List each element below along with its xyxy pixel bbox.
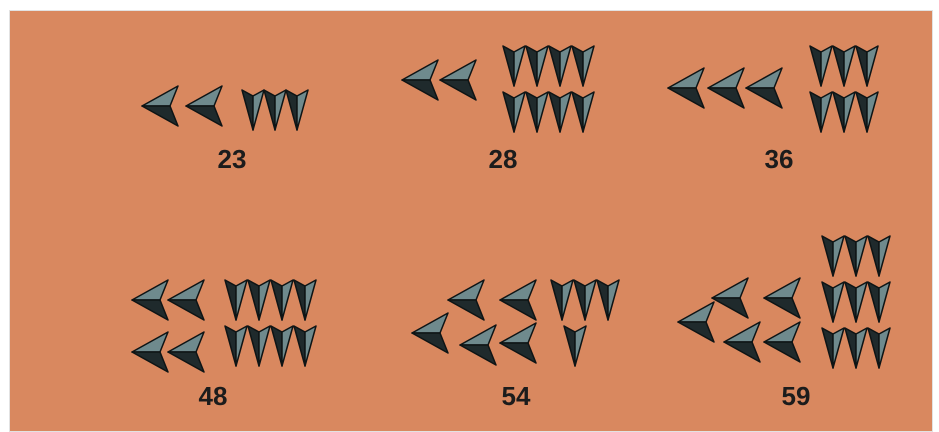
numeral-label-59: 59 bbox=[782, 383, 811, 409]
vertical-wedge-icon bbox=[242, 90, 264, 130]
vertical-wedge-icon bbox=[549, 46, 571, 86]
vertical-wedge-icon bbox=[572, 92, 594, 132]
vertical-wedge-icon bbox=[271, 326, 293, 366]
corner-wedge-icon bbox=[412, 313, 448, 353]
vertical-wedge-icon bbox=[248, 280, 270, 320]
vertical-wedge-icon bbox=[868, 328, 890, 368]
vertical-wedge-icon bbox=[856, 46, 878, 86]
corner-wedge-icon bbox=[142, 86, 178, 126]
corner-wedge-icon bbox=[764, 278, 800, 318]
vertical-wedge-icon bbox=[225, 326, 247, 366]
vertical-wedge-icon bbox=[845, 236, 867, 276]
vertical-wedge-icon bbox=[574, 280, 596, 320]
vertical-wedge-icon bbox=[286, 90, 308, 130]
corner-wedge-icon bbox=[668, 68, 704, 108]
vertical-wedge-icon bbox=[503, 46, 525, 86]
vertical-wedge-icon bbox=[264, 90, 286, 130]
numeral-label-28: 28 bbox=[489, 146, 518, 172]
corner-wedge-icon bbox=[500, 280, 536, 320]
vertical-wedge-icon bbox=[294, 326, 316, 366]
vertical-wedge-icon bbox=[810, 92, 832, 132]
corner-wedge-icon bbox=[724, 322, 760, 362]
corner-wedge-icon bbox=[460, 325, 496, 365]
numeral-glyph-group-54 bbox=[412, 280, 619, 366]
corner-wedge-icon bbox=[186, 86, 222, 126]
numeral-glyph-group-36 bbox=[668, 46, 878, 132]
vertical-wedge-icon bbox=[868, 236, 890, 276]
vertical-wedge-icon bbox=[597, 280, 619, 320]
corner-wedge-icon bbox=[712, 278, 748, 318]
vertical-wedge-icon bbox=[810, 46, 832, 86]
vertical-wedge-icon bbox=[572, 46, 594, 86]
vertical-wedge-icon bbox=[868, 282, 890, 322]
vertical-wedge-icon bbox=[833, 46, 855, 86]
vertical-wedge-icon bbox=[294, 280, 316, 320]
corner-wedge-icon bbox=[402, 60, 438, 100]
vertical-wedge-icon bbox=[526, 92, 548, 132]
corner-wedge-icon bbox=[440, 60, 476, 100]
numeral-glyph-group-48 bbox=[132, 280, 316, 372]
vertical-wedge-icon bbox=[833, 92, 855, 132]
vertical-wedge-icon bbox=[526, 46, 548, 86]
corner-wedge-icon bbox=[500, 323, 536, 363]
vertical-wedge-icon bbox=[856, 92, 878, 132]
vertical-wedge-icon bbox=[503, 92, 525, 132]
vertical-wedge-icon bbox=[271, 280, 293, 320]
vertical-wedge-icon bbox=[845, 282, 867, 322]
vertical-wedge-icon bbox=[225, 280, 247, 320]
vertical-wedge-icon bbox=[822, 328, 844, 368]
corner-wedge-icon bbox=[168, 332, 204, 372]
corner-wedge-icon bbox=[708, 68, 744, 108]
corner-wedge-icon bbox=[132, 280, 168, 320]
numeral-label-54: 54 bbox=[502, 383, 531, 409]
vertical-wedge-icon bbox=[248, 326, 270, 366]
vertical-wedge-icon bbox=[845, 328, 867, 368]
vertical-wedge-icon bbox=[564, 326, 586, 366]
corner-wedge-icon bbox=[448, 280, 484, 320]
numeral-glyph-group-59 bbox=[678, 236, 890, 368]
corner-wedge-icon bbox=[132, 332, 168, 372]
numeral-label-36: 36 bbox=[765, 146, 794, 172]
corner-wedge-icon bbox=[678, 302, 714, 342]
vertical-wedge-icon bbox=[549, 92, 571, 132]
numeral-label-23: 23 bbox=[218, 146, 247, 172]
vertical-wedge-icon bbox=[551, 280, 573, 320]
vertical-wedge-icon bbox=[822, 282, 844, 322]
numeral-label-48: 48 bbox=[199, 383, 228, 409]
vertical-wedge-icon bbox=[822, 236, 844, 276]
numeral-glyph-group-28 bbox=[402, 46, 594, 132]
corner-wedge-icon bbox=[746, 68, 782, 108]
corner-wedge-icon bbox=[764, 322, 800, 362]
numeral-glyph-group-23 bbox=[142, 86, 308, 130]
corner-wedge-icon bbox=[168, 280, 204, 320]
